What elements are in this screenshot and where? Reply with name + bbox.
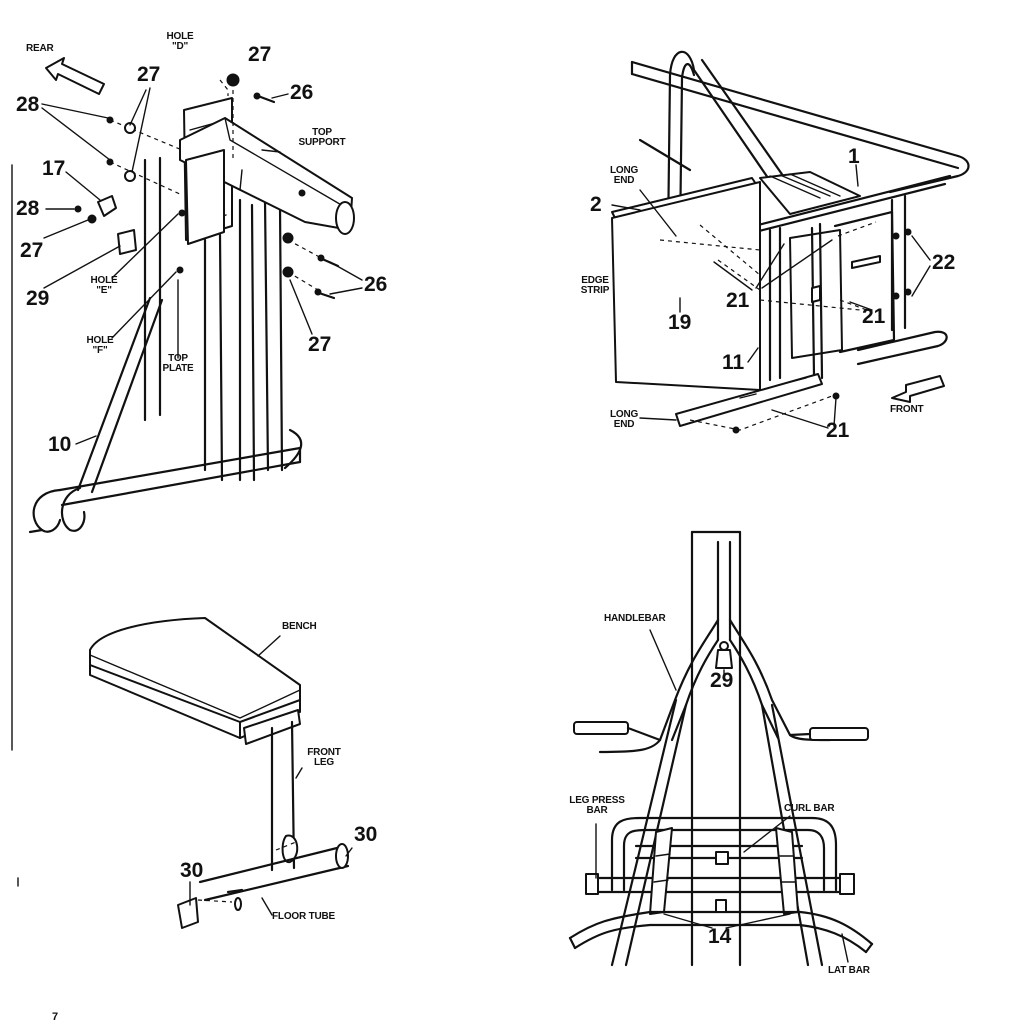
curl-bar-label: CURL BAR [784,803,835,814]
callout-29: 29 [710,669,734,692]
handlebar-label: HANDLEBAR [604,613,666,624]
callout-21: 21 [826,419,850,442]
top-left-assembly [11,57,363,751]
callout-14: 14 [708,925,732,948]
top-right-assembly [611,50,970,434]
callout-27: 27 [248,43,272,66]
edge-strip-label: EDGE STRIP [580,276,610,296]
bottom-right-assembly [568,530,874,967]
callout-10: 10 [48,433,72,456]
callout-28: 28 [16,197,40,220]
long-end-label: LONG END [609,409,639,430]
top-plate-label: TOP PLATE [162,353,194,374]
long-end-label: LONG END [609,165,639,186]
callout-30: 30 [354,823,378,846]
front-leg-label: FRONT LEG [307,747,341,768]
page-number: 7 [52,1011,59,1023]
rear-arrow-icon [45,57,105,95]
hole-f-label: HOLE "F" [86,335,114,356]
callout-26: 26 [290,81,314,104]
callout-27: 27 [308,333,332,356]
callout-26: 26 [364,273,388,296]
callout-30: 30 [180,859,204,882]
callout-29: 29 [26,287,50,310]
callout-28: 28 [16,93,40,116]
lat-bar-label: LAT BAR [828,965,870,976]
bench-label: BENCH [282,621,317,632]
leg-press-bar-label: LEG PRESS BAR [569,795,625,816]
floor-tube-label: FLOOR TUBE [272,911,335,922]
callout-22: 22 [932,251,956,274]
hole-d-label: HOLE "D" [166,31,194,52]
front-label: FRONT [890,404,924,415]
rear-label: REAR [26,43,54,54]
top-support-label: TOP SUPPORT [298,127,346,148]
hole-e-label: HOLE "E" [90,275,118,296]
callout-27: 27 [20,239,44,262]
bottom-left-assembly [17,617,353,929]
callout-17: 17 [42,157,66,180]
callout-11: 11 [722,351,745,374]
callout-21: 21 [726,289,750,312]
callout-27: 27 [137,63,161,86]
callout-21: 21 [862,305,886,328]
front-arrow-icon [891,375,945,403]
callout-19: 19 [668,311,692,334]
callout-1: 1 [848,145,860,168]
callout-2: 2 [590,193,602,216]
